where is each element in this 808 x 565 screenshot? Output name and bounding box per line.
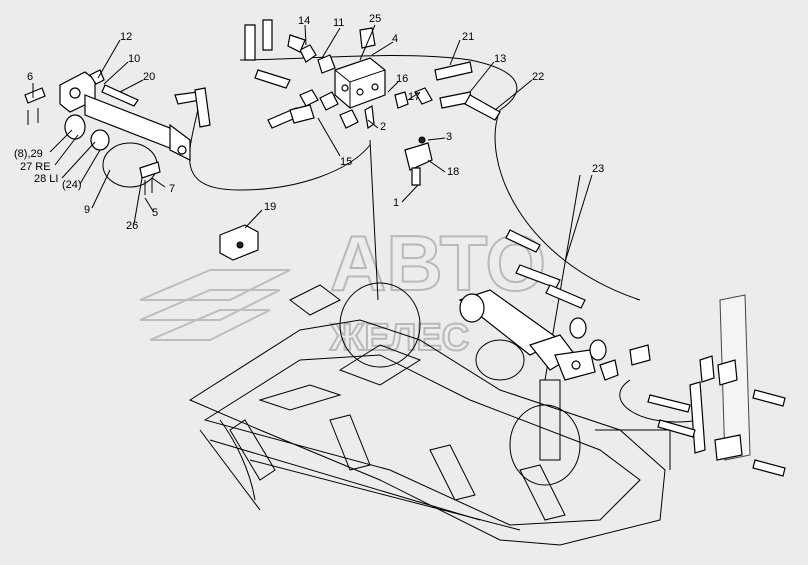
- callout-label: 11: [333, 17, 344, 29]
- callout-label: 23: [592, 163, 604, 175]
- callout-label: 12: [120, 31, 132, 43]
- callout-label: (24): [62, 179, 82, 191]
- callout-label: 19: [264, 201, 276, 213]
- right-cylinder: [458, 229, 651, 381]
- callout-label: 25: [369, 13, 381, 25]
- watermark: АВТО ЖЕЛЕС: [139, 218, 547, 360]
- callout-label: 15: [340, 156, 352, 168]
- callout-label: 10: [128, 53, 140, 65]
- callout-labels: 14 11 25 4 21 13 22 12 10 20 6 16 17 2 3…: [14, 13, 604, 232]
- left-cylinder: [24, 69, 211, 195]
- valve-block: [244, 19, 501, 186]
- callout-label: 26: [126, 220, 138, 232]
- callout-label: 1: [393, 197, 399, 209]
- callout-label: 13: [494, 53, 506, 65]
- callout-label: 21: [462, 31, 474, 43]
- callout-label: 18: [447, 166, 459, 178]
- callout-label: 14: [298, 15, 310, 27]
- right-panel: [647, 294, 786, 477]
- callout-label: 22: [532, 71, 544, 83]
- leader-lines: [32, 24, 593, 263]
- callout-label: 2: [380, 121, 386, 133]
- callout-label: 20: [143, 71, 155, 83]
- callout-label: 3: [446, 131, 452, 143]
- callout-label: 9: [84, 204, 90, 216]
- callout-label: 16: [396, 73, 408, 85]
- chassis-frame: [188, 282, 671, 546]
- callout-label: (8),29: [14, 148, 43, 160]
- bracket-19: [219, 224, 259, 261]
- callout-label: 7: [169, 183, 175, 195]
- callout-label: 5: [152, 207, 158, 219]
- callout-label: 6: [27, 71, 33, 83]
- callout-label: 28 LI: [34, 173, 58, 185]
- callout-label: 27 RE: [20, 161, 51, 173]
- callout-label: 17: [408, 91, 420, 103]
- callout-label: 4: [392, 33, 398, 45]
